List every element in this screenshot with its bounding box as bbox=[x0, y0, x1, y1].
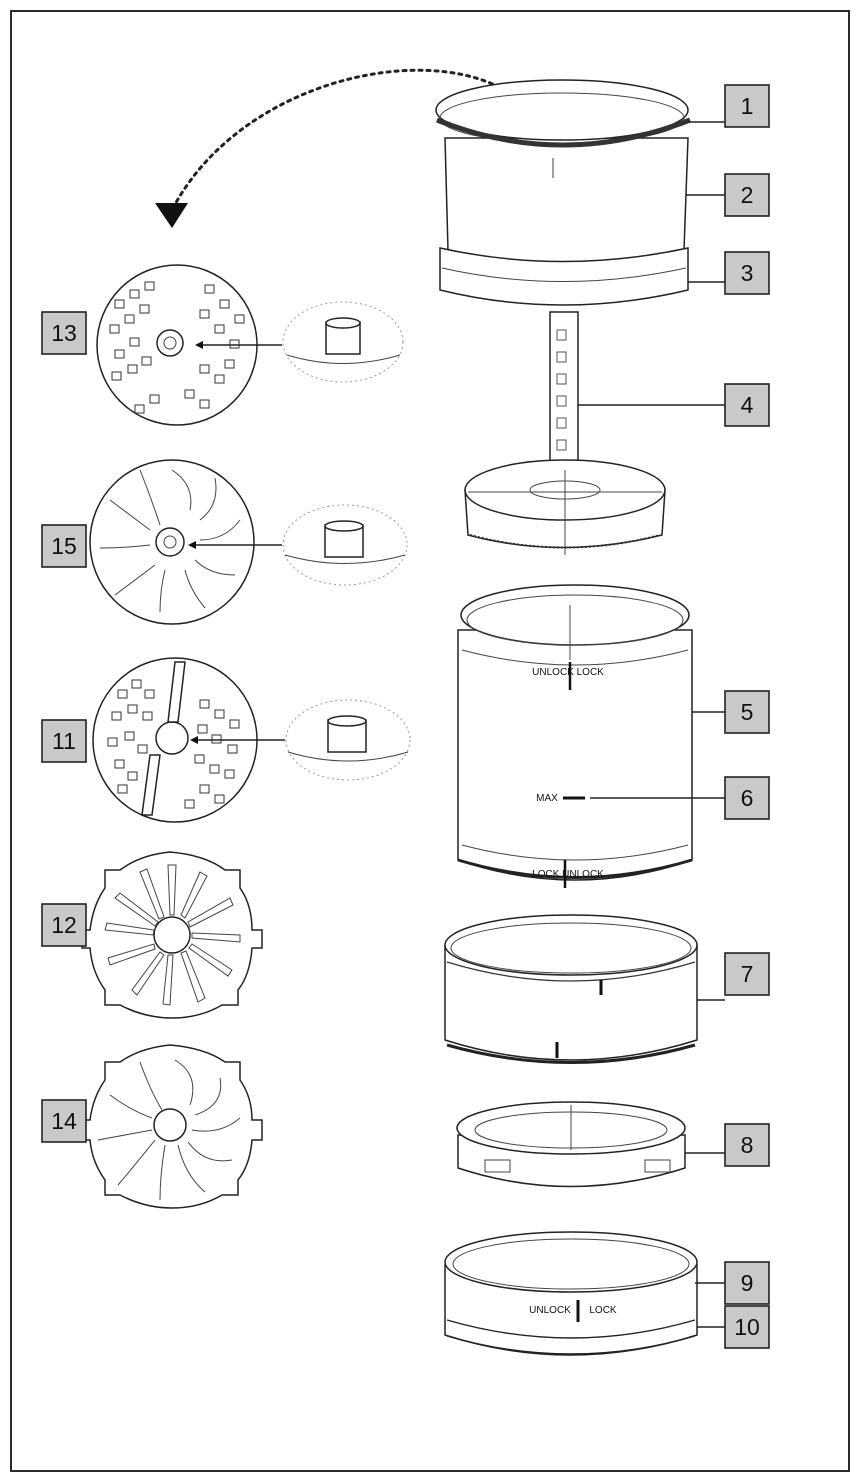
callout-3: 3 bbox=[724, 251, 770, 295]
base-lock-marking: LOCK bbox=[589, 1305, 617, 1316]
callout-1: 1 bbox=[724, 84, 770, 128]
callout-8: 8 bbox=[724, 1123, 770, 1167]
motor-base: UNLOCK LOCK bbox=[444, 1231, 698, 1356]
disc-12 bbox=[81, 851, 263, 1019]
svg-text:1: 1 bbox=[741, 93, 754, 119]
max-marking: MAX bbox=[536, 793, 558, 804]
callout-2: 2 bbox=[724, 173, 770, 217]
svg-text:12: 12 bbox=[51, 912, 77, 938]
callout-14: 14 bbox=[41, 1099, 87, 1143]
callout-15: 15 bbox=[41, 524, 87, 568]
grating-disc-11 bbox=[92, 657, 285, 823]
callout-10: 10 bbox=[724, 1305, 770, 1349]
disc-15-detail bbox=[282, 504, 408, 586]
svg-text:4: 4 bbox=[741, 392, 754, 418]
svg-text:15: 15 bbox=[51, 533, 77, 559]
bowl-top-marking: UNLOCK LOCK bbox=[532, 667, 604, 678]
svg-text:6: 6 bbox=[741, 785, 754, 811]
svg-text:14: 14 bbox=[51, 1108, 77, 1134]
svg-text:2: 2 bbox=[741, 182, 754, 208]
disc-14 bbox=[81, 1044, 263, 1209]
disc-11-detail bbox=[285, 699, 411, 781]
callout-4: 4 bbox=[724, 383, 770, 427]
svg-text:13: 13 bbox=[51, 320, 77, 346]
svg-text:10: 10 bbox=[734, 1314, 760, 1340]
svg-text:11: 11 bbox=[52, 728, 76, 754]
bowl: UNLOCK LOCK MAX LOCK UNLOCK bbox=[457, 584, 693, 888]
callout-13: 13 bbox=[41, 311, 87, 355]
callout-12: 12 bbox=[41, 903, 87, 947]
callout-9: 9 bbox=[724, 1261, 770, 1305]
callout-11: 11 bbox=[41, 719, 87, 763]
coupling-ring bbox=[456, 1101, 686, 1188]
disc-13-detail bbox=[282, 301, 404, 383]
callout-7: 7 bbox=[724, 952, 770, 996]
callout-5: 5 bbox=[724, 690, 770, 734]
base-unlock-marking: UNLOCK bbox=[529, 1305, 571, 1316]
grating-disc-13 bbox=[96, 264, 282, 426]
leader-lines bbox=[578, 121, 725, 1328]
shaft-disc-holder bbox=[464, 311, 666, 555]
svg-text:3: 3 bbox=[741, 260, 754, 286]
lid-assembly bbox=[435, 79, 691, 306]
svg-text:8: 8 bbox=[741, 1132, 754, 1158]
svg-text:7: 7 bbox=[741, 961, 754, 987]
svg-text:9: 9 bbox=[741, 1270, 754, 1296]
bowl-bottom-marking: LOCK UNLOCK bbox=[532, 869, 604, 880]
diagram-frame bbox=[10, 10, 850, 1472]
bowl-ring bbox=[444, 914, 698, 1064]
callout-6: 6 bbox=[724, 776, 770, 820]
slicing-disc-15 bbox=[89, 459, 282, 625]
svg-text:5: 5 bbox=[741, 699, 754, 725]
